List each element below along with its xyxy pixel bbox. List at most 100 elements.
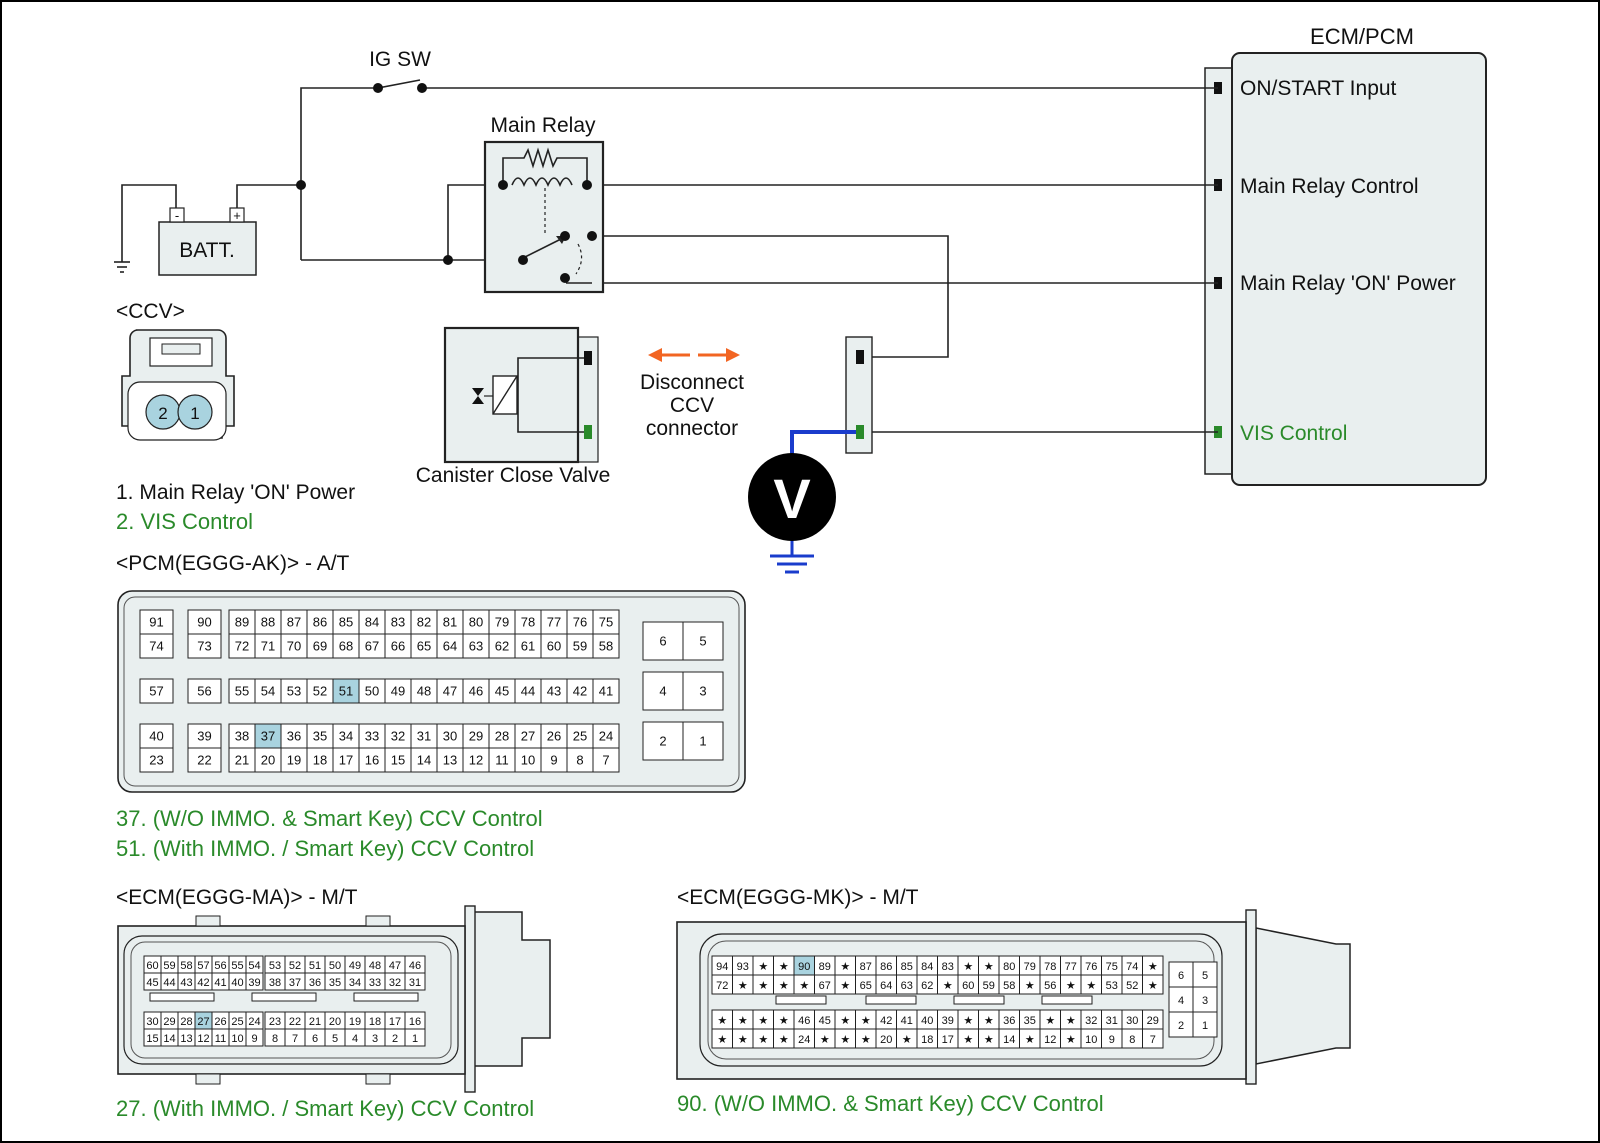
pin-number: ★ bbox=[717, 1015, 727, 1027]
pin-cell bbox=[187, 723, 222, 749]
pin-cell bbox=[488, 678, 516, 704]
pin-number: ★ bbox=[779, 1015, 789, 1027]
pin-number: 56 bbox=[1044, 980, 1056, 992]
pin-number: 1 bbox=[699, 734, 706, 749]
ecm-pin-main-relay-control-label: Main Relay Control bbox=[1240, 175, 1419, 198]
pin-number: ★ bbox=[779, 980, 789, 992]
pin-number: 36 bbox=[287, 729, 301, 744]
pin-number: 26 bbox=[547, 729, 561, 744]
svg-text:-: - bbox=[175, 208, 179, 223]
pin-number: 77 bbox=[1065, 961, 1077, 973]
pin-cell bbox=[254, 723, 282, 749]
pin-cell bbox=[436, 678, 464, 704]
pin-number: 46 bbox=[798, 1015, 810, 1027]
pin-number: 80 bbox=[1003, 961, 1015, 973]
pin-number: 3 bbox=[1202, 995, 1208, 1007]
pin-number: 87 bbox=[860, 961, 872, 973]
pin-number: 8 bbox=[1129, 1034, 1135, 1046]
pin-number: 57 bbox=[197, 960, 209, 972]
pin-number: 34 bbox=[349, 977, 361, 989]
pin-number: ★ bbox=[984, 1034, 994, 1046]
pin-cell bbox=[488, 633, 516, 659]
ig-switch-contact bbox=[417, 83, 427, 93]
relay-terminal bbox=[498, 180, 508, 190]
pin-number: 6 bbox=[659, 634, 666, 649]
pin-number: 63 bbox=[469, 639, 483, 654]
battery-label: BATT. bbox=[179, 239, 235, 262]
pin-number: 59 bbox=[983, 980, 995, 992]
pin-number: 11 bbox=[495, 753, 509, 768]
pin-number: 5 bbox=[332, 1033, 338, 1045]
pin-number: 18 bbox=[369, 1016, 381, 1028]
pin-cell bbox=[358, 609, 386, 635]
pin-cell bbox=[332, 609, 360, 635]
pin-number: 45 bbox=[819, 1015, 831, 1027]
pin-number: 17 bbox=[339, 753, 353, 768]
pin-number: 90 bbox=[798, 961, 810, 973]
pin-number: 64 bbox=[880, 980, 892, 992]
pin-number: 32 bbox=[1085, 1015, 1097, 1027]
pin-number: 9 bbox=[1109, 1034, 1115, 1046]
pin-cell bbox=[410, 747, 438, 773]
pin-number: 13 bbox=[180, 1033, 192, 1045]
pin-number: 38 bbox=[269, 977, 281, 989]
pin-cell bbox=[280, 723, 308, 749]
ecm-pin-on-start-label: ON/START Input bbox=[1240, 77, 1397, 100]
main-relay bbox=[483, 140, 605, 294]
junction-dot bbox=[443, 255, 453, 265]
pin-number: ★ bbox=[943, 980, 953, 992]
relay-terminal bbox=[518, 255, 528, 265]
pin-number: 64 bbox=[443, 639, 457, 654]
pin-number: 20 bbox=[880, 1034, 892, 1046]
pin-number: 59 bbox=[573, 639, 587, 654]
pin-cell bbox=[488, 747, 516, 773]
pin-number: ★ bbox=[1066, 980, 1076, 992]
pin-number: 15 bbox=[146, 1033, 158, 1045]
pin-cell bbox=[332, 747, 360, 773]
ecm-mk-note: 90. (W/O IMMO. & Smart Key) CCV Control bbox=[677, 1091, 1104, 1116]
pin-cell bbox=[462, 633, 490, 659]
ccv-pin-2-label: 2 bbox=[158, 404, 167, 423]
pin-number: 46 bbox=[469, 684, 483, 699]
pin-number: 59 bbox=[163, 960, 175, 972]
pin-number: 35 bbox=[1024, 1015, 1036, 1027]
pin-cell bbox=[566, 747, 594, 773]
pin-number: 60 bbox=[962, 980, 974, 992]
main-relay-label: Main Relay bbox=[490, 114, 596, 137]
pin-cell bbox=[1192, 986, 1218, 1013]
pin-number: 42 bbox=[197, 977, 209, 989]
pin-number: 55 bbox=[231, 960, 243, 972]
ccv-legend-2: 2. VIS Control bbox=[116, 509, 253, 534]
pin-number: 60 bbox=[146, 960, 158, 972]
pin-number: 13 bbox=[443, 753, 457, 768]
pin-number: 74 bbox=[149, 639, 163, 654]
canister-close-valve-label: Canister Close Valve bbox=[416, 464, 611, 487]
pin-number: 8 bbox=[576, 753, 583, 768]
pin-number: 15 bbox=[391, 753, 405, 768]
pin-number: 52 bbox=[1126, 980, 1138, 992]
pin-cell bbox=[462, 723, 490, 749]
pin-cell bbox=[514, 747, 542, 773]
pin-number: 75 bbox=[599, 615, 613, 630]
pin-number: 76 bbox=[1085, 961, 1097, 973]
voltmeter-icon bbox=[748, 453, 836, 541]
pin-number: 82 bbox=[417, 615, 431, 630]
pin-number: 81 bbox=[443, 615, 457, 630]
ig-switch-contact bbox=[373, 83, 383, 93]
pin-number: 58 bbox=[599, 639, 613, 654]
pin-number: ★ bbox=[1066, 1015, 1076, 1027]
pin-number: 79 bbox=[1024, 961, 1036, 973]
pin-number: 32 bbox=[389, 977, 401, 989]
pin-cell bbox=[404, 972, 426, 991]
pin-number: 93 bbox=[737, 961, 749, 973]
pin-number: 84 bbox=[921, 961, 933, 973]
pin-cell bbox=[254, 747, 282, 773]
pin-number: 83 bbox=[391, 615, 405, 630]
pin-number: 5 bbox=[1202, 970, 1208, 982]
pin-number: 40 bbox=[231, 977, 243, 989]
pin-cell bbox=[332, 678, 360, 704]
pin-number: ★ bbox=[779, 1034, 789, 1046]
pin-number: 74 bbox=[1126, 961, 1138, 973]
